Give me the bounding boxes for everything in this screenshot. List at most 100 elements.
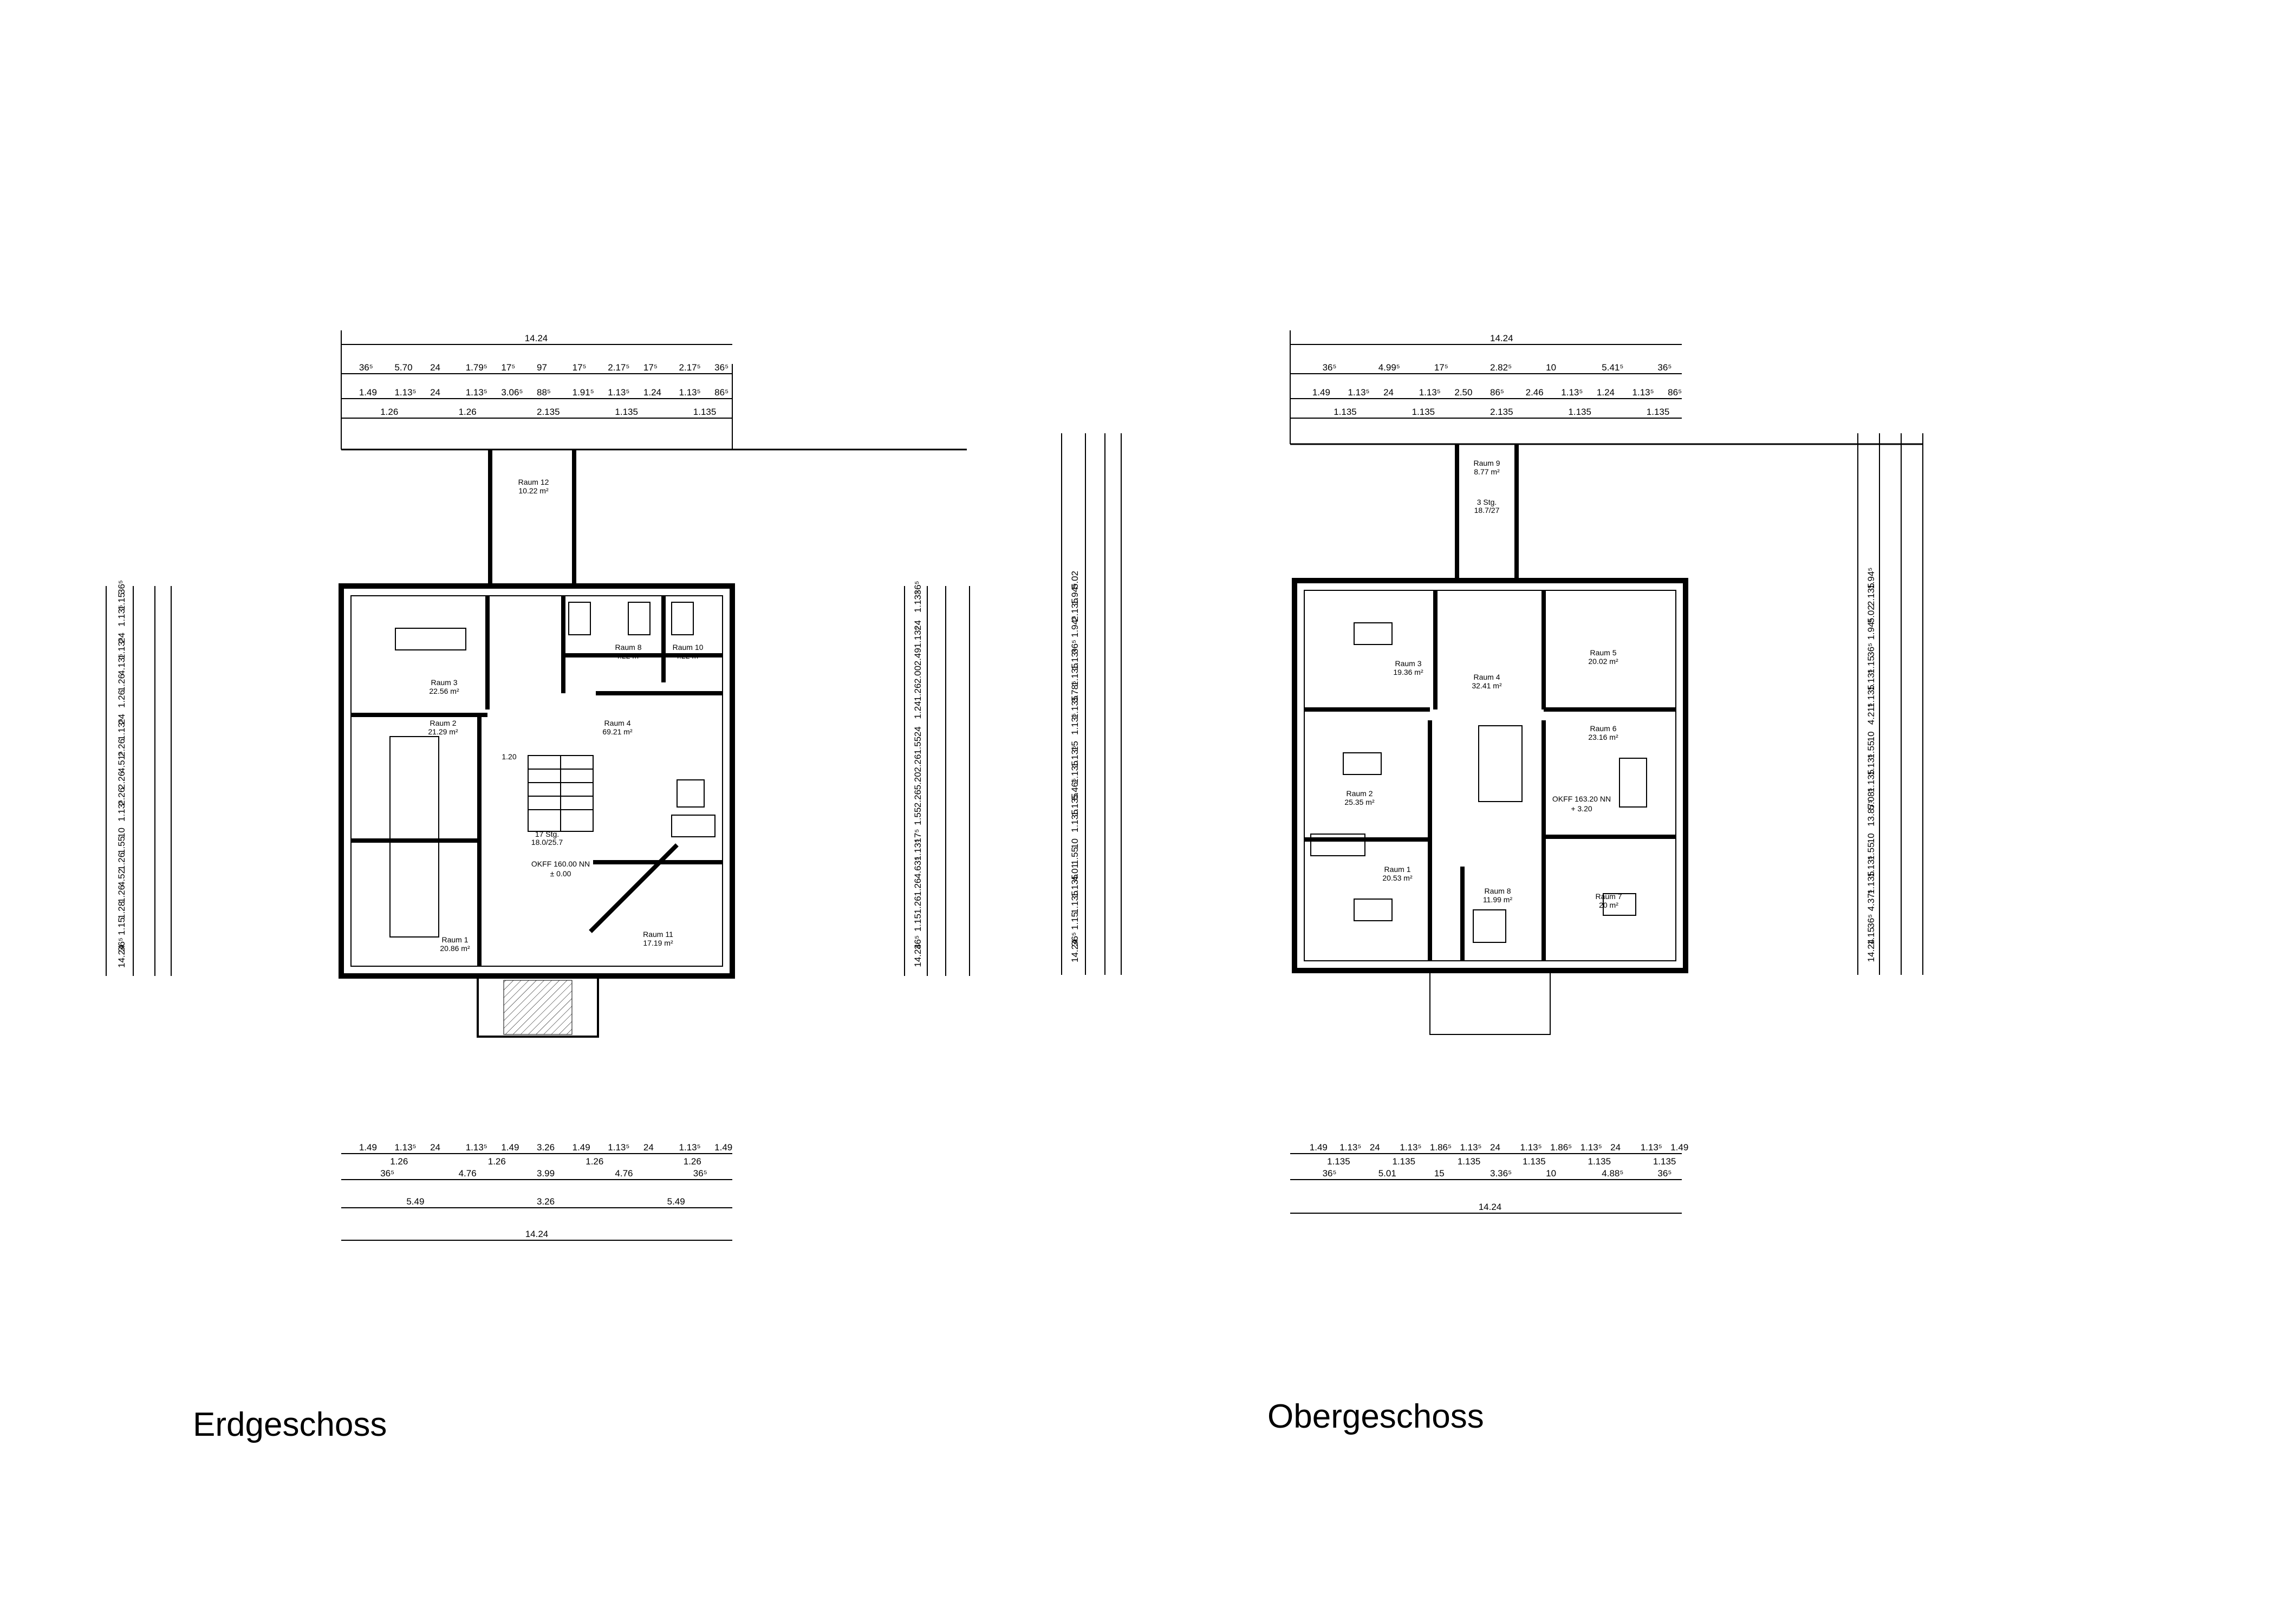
room-area: 4.22 m² [615,652,641,660]
bottom-dim-label: 3.26 [537,1142,555,1153]
right-dim-label: 1.15 [1866,656,1876,674]
og-interior-walls [1304,590,1676,961]
right-dim-label: 1.135 [1866,685,1876,708]
top-dim-label: 1.49 [1312,387,1330,398]
top-dim-label: 86⁵ [1668,387,1682,398]
left-dim-label: 4.51⁵ [116,751,127,773]
left-dim-label: 1.94⁵ [1070,583,1080,605]
bottom-dim-label: 1.13⁵ [394,1142,416,1153]
left-dim-label: 1.135 [1070,793,1080,816]
bottom-dim-label: 5.49 [406,1196,424,1207]
eg-level-label: OKFF 160.00 NN [531,860,590,868]
left-dim-label: 1.15 [116,593,127,610]
right-dim-label: 10 [1866,833,1876,843]
left-dim-label: 5.02 [1070,571,1080,589]
right-dim-label: 5.08⁵ [1866,787,1876,809]
right-dim-label: 14.24 [913,944,923,967]
right-dim-label: 1.13⁵ [913,839,923,861]
bottom-dim-label: 24 [1370,1142,1380,1153]
top-dim-label: 1.13⁵ [1632,387,1654,398]
top-dim-label: 1.135 [1647,407,1670,417]
eg-left-dimensions [106,586,172,976]
top-dim-label: 1.13⁵ [608,387,629,398]
bottom-dim-label: 36⁵ [693,1168,707,1179]
left-dim-label: 1.135 [1070,695,1080,719]
top-dim-label: 17⁵ [501,362,515,373]
left-dim-label: 14.24 [116,945,127,968]
room-name: Raum 8 [615,643,641,652]
right-dim-label: 1.55 [913,808,923,825]
room-area: 8.77 m² [1474,467,1500,476]
right-dim-label: 1.55 [913,737,923,754]
bottom-dim-label: 1.26 [586,1156,603,1167]
right-dim-label: 1.13⁵ [1866,856,1876,877]
bottom-dim-label: 1.49 [1310,1142,1328,1153]
left-dim-label: 36⁵ [116,938,127,952]
top-dim-label: 36⁵ [1657,362,1671,373]
og-left-dimensions [1061,433,1122,975]
right-dim-label: 1.94⁵ [1866,568,1876,589]
bottom-dim-label: 36⁵ [1323,1168,1337,1179]
bottom-dim-label: 1.13⁵ [608,1142,629,1153]
room-name: Raum 6 [1590,724,1616,733]
top-dim-label: 1.13⁵ [466,387,487,398]
left-dim-label: 1.13⁵ [1070,648,1080,670]
left-dim-label: 36⁵ [1070,640,1080,654]
top-dim-label: 1.24 [1597,387,1615,398]
eg-bottom-dimensions [341,1153,732,1241]
og-level-value: + 3.20 [1571,804,1592,813]
bottom-dim-label: 1.135 [1393,1156,1416,1167]
top-dim-label: 24 [430,362,440,373]
right-dim-label: 1.135 [1866,770,1876,793]
room-area: 4.22 m² [675,652,701,660]
eg-interior-walls [351,596,723,966]
left-dim-label: 1.135 [1070,809,1080,832]
left-dim-label: 1.135 [1070,890,1080,914]
top-dim-label: 97 [537,362,547,373]
bottom-dim-label: 1.86⁵ [1550,1142,1572,1153]
top-dim-label: 36⁵ [714,362,729,373]
right-dim-label: 1.26 [913,683,923,701]
right-dim-label: 1.55 [1866,741,1876,759]
room-name: Raum 3 [1395,659,1421,668]
top-dim-label: 86⁵ [714,387,729,398]
left-dim-label: 1.13⁵ [116,719,127,740]
obergeschoss-title: Obergeschoss [1267,1398,1484,1435]
top-dim-label: 1.135 [615,407,638,417]
left-dim-label: 1.55 [116,836,127,854]
left-dim-label: 1.13⁵ [116,637,127,659]
bottom-dim-label: 1.135 [1458,1156,1481,1167]
left-dim-label: 24 [116,633,127,643]
top-dim-label: 3.06⁵ [501,387,523,398]
bottom-dim-label: 1.135 [1523,1156,1546,1167]
room-area: 23.16 m² [1588,733,1618,741]
top-dim-label: 17⁵ [1434,362,1448,373]
top-dim-label: 1.26 [380,407,398,417]
eg-top-dimensions [341,330,967,451]
bottom-dim-label: 5.01 [1378,1168,1396,1179]
eg-stair-label: 17 Stg. [535,830,559,838]
room-area: 20.86 m² [440,944,470,953]
left-dim-label: 1.15 [116,917,127,935]
left-dim-label: 1.94⁵ [1070,616,1080,637]
erdgeschoss-title: Erdgeschoss [193,1406,387,1443]
top-dim-label: 1.135 [693,407,717,417]
top-dim-label: 2.135 [537,407,560,417]
eg-dim-120: 1.20 [502,752,516,761]
right-dim-label: 1.55 [1866,842,1876,860]
bottom-dim-label: 1.135 [1653,1156,1676,1167]
room-area: 17.19 m² [643,939,673,947]
right-dim-label: 36⁵ [1866,914,1876,928]
og-stair-label: 3 Stg. [1477,498,1497,506]
left-dim-label: 5.46⁵ [1070,778,1080,800]
eg-right-dimensions [904,586,970,976]
top-dim-label: 1.13⁵ [394,387,416,398]
left-dim-label: 1.26 [116,674,127,692]
bottom-dim-label: 24 [1490,1142,1500,1153]
top-dim-label: 1.13⁵ [1419,387,1441,398]
left-dim-label: 10 [116,828,127,838]
bottom-dim-label: 1.49 [714,1142,732,1153]
right-dim-label: 10 [1866,731,1876,741]
top-dim-label: 17⁵ [643,362,658,373]
